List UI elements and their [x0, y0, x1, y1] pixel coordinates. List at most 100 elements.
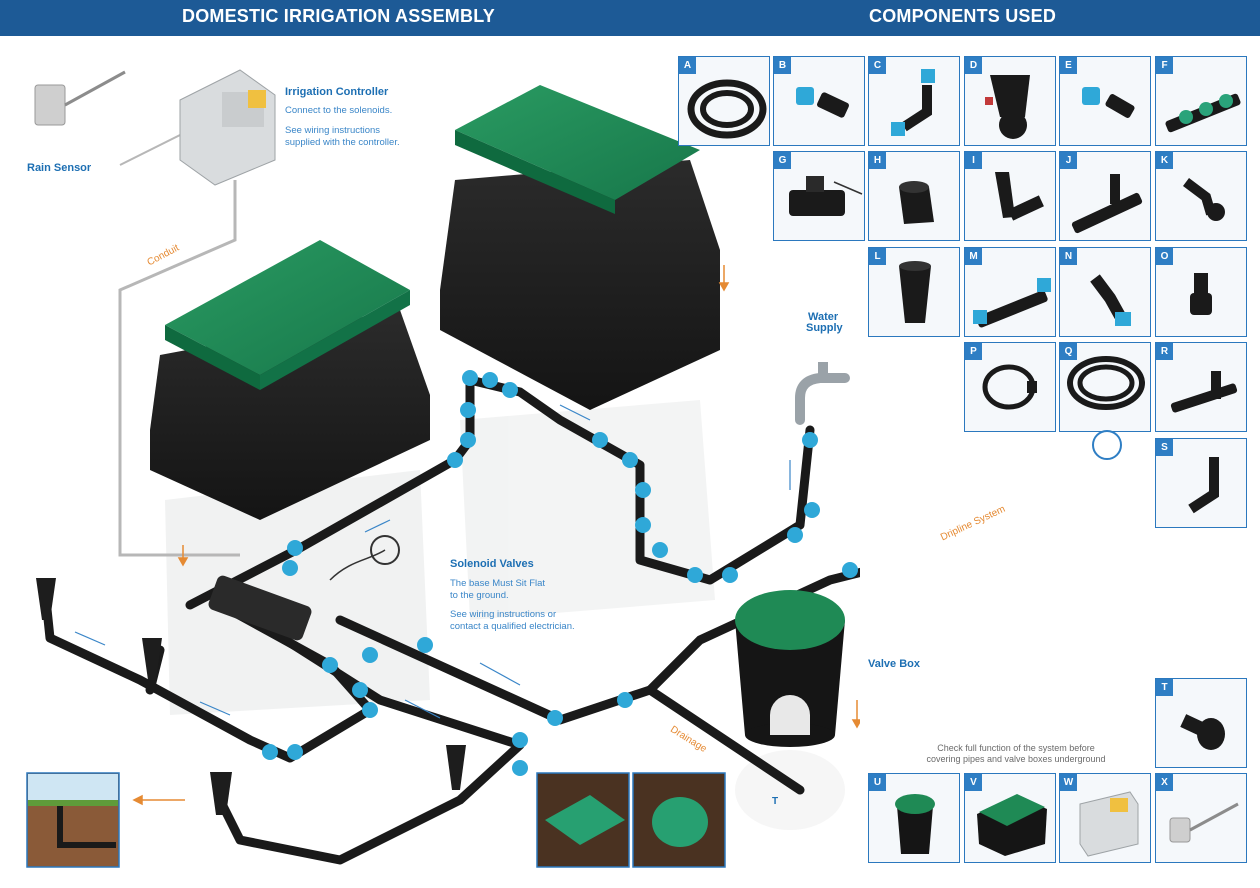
component-letter: N [1060, 248, 1077, 265]
solenoid-line1a: The base Must Sit Flat [450, 578, 546, 589]
component-tile-m: M [964, 247, 1056, 337]
coiled-pipe-icon [687, 79, 767, 139]
header-bar: DOMESTIC IRRIGATION ASSEMBLY COMPONENTS … [0, 0, 1260, 36]
component-tile-q: Q [1059, 342, 1151, 432]
straight-connector-icon [796, 87, 849, 118]
adapter-icon [1082, 87, 1135, 118]
end-cap-icon [1180, 714, 1225, 750]
components-title: COMPONENTS USED [869, 6, 1057, 26]
rain-sensor-device [34, 70, 126, 126]
component-letter: W [1060, 774, 1077, 791]
component-letter: C [869, 57, 886, 74]
barbed-elbow-riser-icon [1188, 457, 1219, 514]
barbed-adapter-icon [1190, 273, 1212, 315]
component-letter: S [1156, 439, 1173, 456]
component-tile-r: R [1155, 342, 1247, 432]
component-letter: A [679, 57, 696, 74]
elbow-connector-icon [891, 69, 935, 136]
compression-tee-icon [973, 278, 1051, 328]
valve-box-large-left [150, 240, 430, 520]
component-tile-v: V [964, 773, 1056, 863]
component-letter: E [1060, 57, 1077, 74]
filter-icon [985, 75, 1030, 139]
component-tile-d: D [964, 56, 1056, 146]
component-letter: T [1156, 679, 1173, 696]
component-tile-w: W [1059, 773, 1151, 863]
component-letter: F [1156, 57, 1173, 74]
component-tile-j: J [1059, 151, 1151, 241]
assembly-title: DOMESTIC IRRIGATION ASSEMBLY [182, 6, 495, 26]
component-letter: L [869, 248, 886, 265]
component-tile-a: A [678, 56, 770, 146]
component-tile-b: B [773, 56, 865, 146]
round-valve-box [735, 590, 845, 747]
install-photos [536, 772, 726, 868]
component-letter: K [1156, 152, 1173, 169]
check-note-line1: Check full function of the system before [937, 743, 1095, 753]
component-tile-f: F [1155, 56, 1247, 146]
y-filter-icon [995, 172, 1044, 221]
controller-wire [118, 180, 240, 557]
reducer-icon [899, 181, 934, 224]
sprinkler-heads [36, 578, 466, 815]
controller-title: Irrigation Controller [285, 86, 389, 98]
solenoid-line2a: See wiring instructions or [450, 609, 557, 620]
compression-elbow-icon [1090, 274, 1131, 326]
controller-line2a: See wiring instructions [285, 125, 381, 136]
barbed-elbow-icon [1183, 178, 1225, 221]
controller-line1: Connect to the solenoids. [285, 105, 393, 116]
valve-box-label: Valve Box [868, 658, 920, 670]
round-valve-box-icon [895, 794, 935, 854]
irrigation-controller-device [179, 69, 276, 186]
component-tile-t: T [1155, 678, 1247, 768]
rain-sensor-label: Rain Sensor [27, 162, 92, 174]
dripline-coil-icon [1067, 356, 1145, 410]
component-tile-u: U [868, 773, 960, 863]
component-letter: I [965, 152, 982, 169]
component-letter: M [965, 248, 982, 265]
orange-arrows [132, 265, 860, 806]
component-letter: O [1156, 248, 1173, 265]
component-tile-x: X [1155, 773, 1247, 863]
component-tile-s: S [1155, 438, 1247, 528]
solenoid-title: Solenoid Valves [450, 558, 534, 570]
rain-sensor-icon [1169, 802, 1239, 843]
component-letter: B [774, 57, 791, 74]
check-note-line2: covering pipes and valve boxes undergrou… [926, 754, 1106, 764]
component-tile-p: P [964, 342, 1056, 432]
component-letter: D [965, 57, 982, 74]
barbed-tee-icon [1170, 371, 1238, 413]
component-letter: R [1156, 343, 1173, 360]
solenoid-manifold [208, 535, 400, 641]
component-tile-i: I [964, 151, 1056, 241]
flow-arrows [74, 404, 791, 719]
tee-connector-icon [1071, 174, 1143, 234]
popup-sprinkler-icon [899, 261, 931, 323]
component-tile-l: L [868, 247, 960, 337]
component-letter: P [965, 343, 982, 360]
component-letter: H [869, 152, 886, 169]
component-tile-h: H [868, 151, 960, 241]
component-tile-n: N [1059, 247, 1151, 337]
component-letter: V [965, 774, 982, 791]
dripline-label: Dripline System [938, 503, 1008, 544]
component-letter: X [1156, 774, 1173, 791]
water-supply-label-b: Supply [806, 322, 843, 334]
component-tile-e: E [1059, 56, 1151, 146]
water-tap [795, 362, 850, 425]
component-letter: G [774, 152, 791, 169]
t-marker-label: T [772, 796, 779, 807]
component-letter: J [1060, 152, 1077, 169]
controller-line2b: supplied with the controller. [285, 137, 400, 148]
component-tile-g: G [773, 151, 865, 241]
component-letter: U [869, 774, 886, 791]
component-tile-k: K [1155, 151, 1247, 241]
pipe-clamp-icon [982, 364, 1037, 410]
component-tile-o: O [1155, 247, 1247, 337]
water-supply-label-a: Water [808, 311, 839, 323]
controller-icon [1079, 791, 1139, 857]
solenoid-line2b: contact a qualified electrician. [450, 621, 575, 632]
manifold-icon [1165, 93, 1241, 133]
pipe-fittings [262, 370, 858, 776]
solenoid-line1b: to the ground. [450, 590, 509, 601]
